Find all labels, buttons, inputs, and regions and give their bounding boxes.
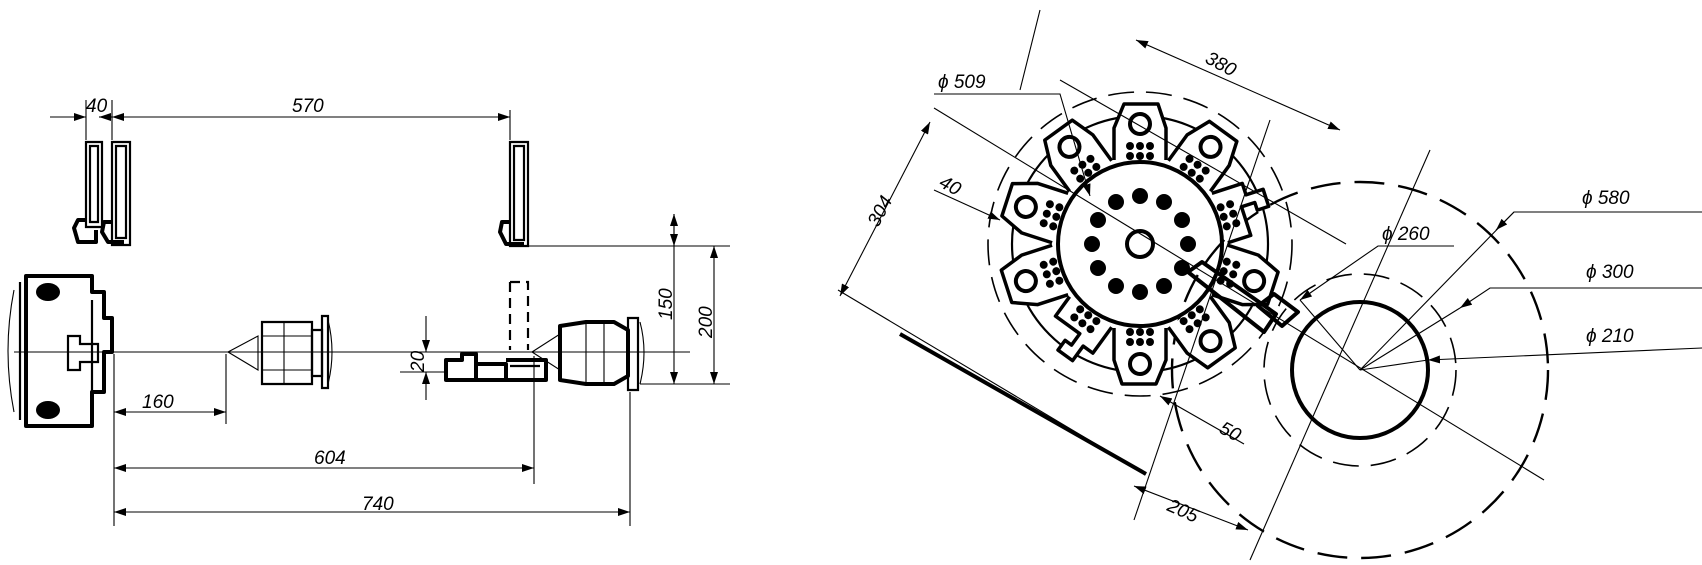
dim-740: 740 [114, 392, 631, 526]
dim-20: 20 [400, 316, 446, 400]
tailstock [444, 280, 645, 392]
workpiece-center [226, 314, 333, 390]
dim-380-label: 380 [1202, 48, 1240, 82]
dim-160-label: 160 [142, 392, 174, 413]
turret-axis-line [933, 107, 1545, 481]
dim-20-label: 20 [408, 350, 429, 373]
dim-604-label: 604 [314, 448, 346, 469]
tool-swing-circle [987, 91, 1293, 397]
dim-300-label: ϕ 300 [1586, 262, 1634, 283]
dim-300: ϕ 300 [1359, 262, 1702, 371]
dim-260-label: ϕ 260 [1382, 224, 1430, 245]
dim-210: ϕ 210 [1359, 326, 1702, 371]
dim-40: 40 [50, 96, 130, 140]
dim-260: ϕ 260 [1299, 224, 1454, 371]
dim-150-200: 150 200 [528, 214, 730, 385]
turret-view: 380 ϕ 509 304 40 50 205 [837, 9, 1702, 561]
dim-570-label: 570 [292, 96, 324, 117]
slide-base [899, 332, 1147, 476]
workpiece-circle-210 [1290, 300, 1430, 440]
dim-200-label: 200 [696, 306, 717, 339]
dim-150-label: 150 [656, 288, 677, 320]
tool-stations [999, 102, 1280, 386]
dim-40-turret: 40 [933, 172, 1001, 221]
dim-160: 160 [113, 354, 227, 526]
dim-580-label: ϕ 580 [1582, 188, 1630, 209]
dim-304: 304 [839, 121, 931, 297]
dim-205: 205 [1133, 485, 1249, 531]
turret-disc [999, 102, 1300, 386]
chuck [7, 274, 114, 428]
dim-40-label: 40 [86, 96, 108, 117]
dim-740-label: 740 [362, 494, 394, 515]
dim-570: 570 [112, 96, 511, 140]
swing-circle-580 [1170, 180, 1550, 560]
side-view: 40 570 150 200 20 [7, 96, 730, 526]
dim-509: ϕ 509 [934, 72, 1091, 197]
turret-bolt-holes [1084, 188, 1196, 300]
dim-304-label: 304 [864, 192, 897, 230]
tool-arm [1186, 260, 1278, 334]
dim-40-turret-label: 40 [936, 172, 965, 201]
dim-210-label: ϕ 210 [1586, 326, 1634, 347]
dim-509-label: ϕ 509 [938, 72, 986, 93]
dim-50: 50 [1159, 395, 1245, 447]
circle-300 [1263, 273, 1457, 467]
turret-vertical-line [1133, 119, 1271, 521]
dim-604: 604 [114, 356, 535, 484]
dim-580: ϕ 580 [1359, 188, 1702, 371]
upper-tool-holders [72, 140, 530, 248]
